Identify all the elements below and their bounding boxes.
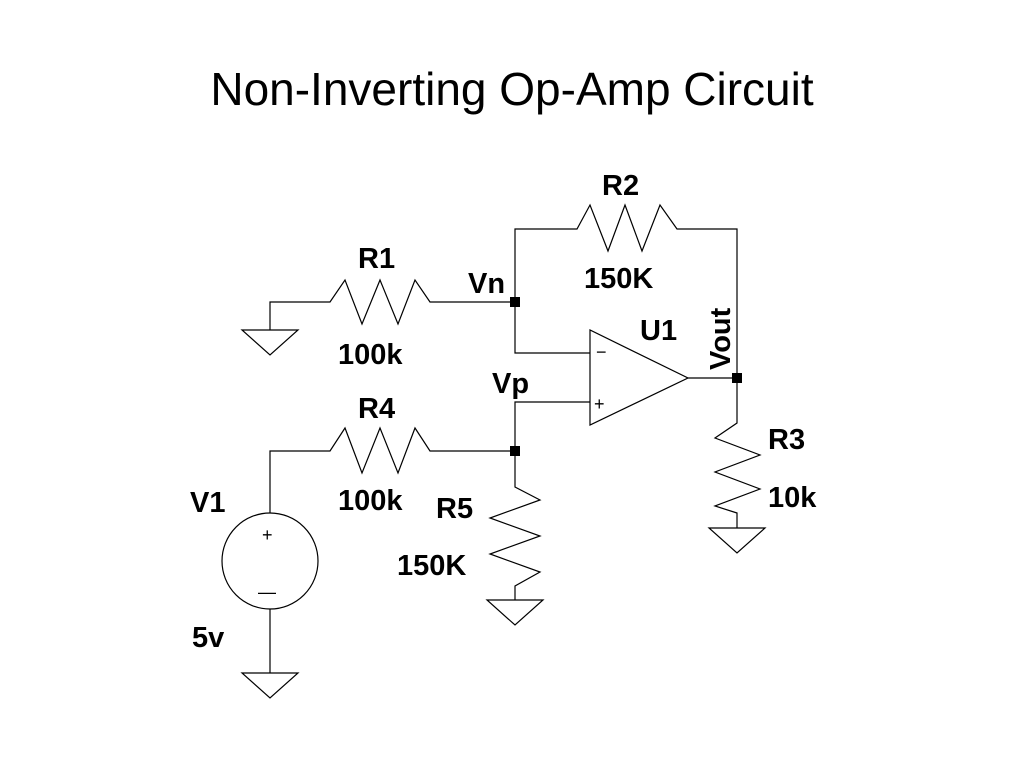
r1-value-label: 100k <box>338 339 403 371</box>
v1-value-label: 5v <box>192 622 224 654</box>
junction-vout <box>732 373 742 383</box>
page-title: Non-Inverting Op-Amp Circuit <box>210 63 814 115</box>
v1-minus-sign: — <box>258 582 276 602</box>
wire-vp-plus <box>514 401 590 451</box>
r2-resistor <box>514 203 738 378</box>
r4-value-label: 100k <box>338 485 403 517</box>
u1-minus-sign: − <box>596 342 607 362</box>
ground-r1 <box>240 329 300 356</box>
ground-v1 <box>240 672 300 699</box>
u1-name-label: U1 <box>640 315 677 347</box>
ground-r5 <box>485 599 545 626</box>
v1-voltage-source: + — <box>221 512 319 673</box>
r5-value-label: 150K <box>397 550 466 582</box>
r4-resistor <box>269 426 515 513</box>
r2-name-label: R2 <box>602 170 639 202</box>
r2-value-label: 150K <box>584 263 653 295</box>
net-label-vn: Vn <box>468 268 505 300</box>
ground-r3 <box>707 527 767 554</box>
u1-opamp: − + <box>589 329 690 426</box>
junction-vn <box>510 297 520 307</box>
v1-plus-sign: + <box>262 525 273 545</box>
wire-vn-minus <box>514 302 590 354</box>
r4-name-label: R4 <box>358 393 395 425</box>
r3-name-label: R3 <box>768 424 805 456</box>
r1-resistor <box>269 278 515 330</box>
r1-name-label: R1 <box>358 243 395 275</box>
r3-resistor <box>713 378 762 528</box>
r3-value-label: 10k <box>768 482 817 514</box>
junction-vp <box>510 446 520 456</box>
net-label-vp: Vp <box>492 368 529 400</box>
u1-plus-sign: + <box>594 394 605 414</box>
v1-name-label: V1 <box>190 487 225 519</box>
r5-name-label: R5 <box>436 493 473 525</box>
net-label-vout: Vout <box>705 307 737 370</box>
r5-resistor <box>488 451 542 600</box>
